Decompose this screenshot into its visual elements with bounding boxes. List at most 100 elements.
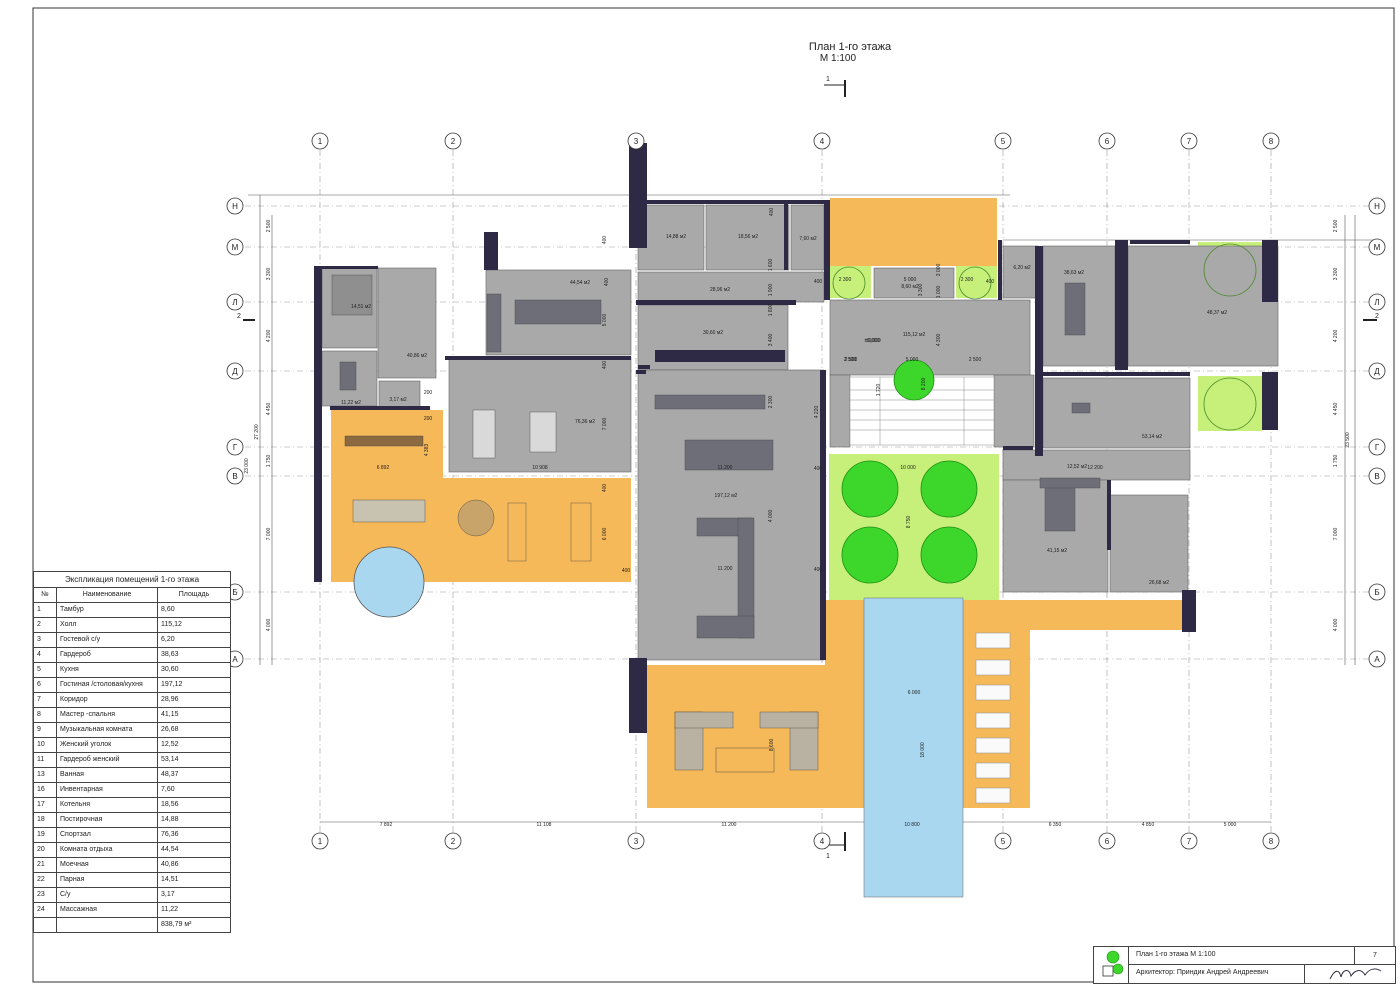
axis-label: Д [1374,367,1380,376]
room-laundry [637,204,705,271]
room-vestibule [873,267,955,299]
table-cell: 44,54 [157,842,231,858]
dim-label: 8 600 [769,739,775,752]
axis-label: Н [1374,202,1380,211]
dim-label: 5 000 [904,277,917,283]
terrace-west-strip [825,600,865,808]
logo [1094,947,1129,983]
dim-label: 4 000 [1333,619,1339,632]
axis-label: 5 [1001,137,1006,146]
sheet-number: 7 [1354,947,1395,964]
dim-label: 5 000 [602,314,608,327]
room-female-corner [1002,449,1191,481]
dim-label: 3 000 [936,264,942,277]
room-schedule-total: 838,79 м² [157,917,231,933]
dim-label: 1 000 [936,286,942,299]
table-cell: 26,68 [157,722,231,738]
room-storage [790,204,825,271]
axis-label: 1 [318,137,323,146]
axis-label: 4 [820,137,825,146]
table-cell: Коридор [56,692,158,708]
room-area-label: 18,56 м2 [738,234,758,240]
room-area-label: 44,54 м2 [570,280,590,286]
dim-label: 4 383 [424,444,430,457]
room-music [1109,494,1189,593]
table-cell: 12,52 [157,737,231,753]
room-corridor [637,271,825,303]
table-cell: 8,60 [157,602,231,618]
room-wc [378,380,421,408]
dim-label: 400 [814,567,823,573]
room-hall [829,299,1031,376]
room-area-label: 14,51 м2 [351,304,371,310]
rooms [321,204,1279,661]
dim-label: 7 892 [380,822,393,828]
table-cell: Массажная [56,902,158,918]
room-washing [377,267,437,379]
dim-label: 4 000 [768,510,774,523]
table-cell: Мастер -спальня [56,707,158,723]
table-cell [56,917,158,933]
title-block: План 1-го этажа М 1:100 7 Архитектор: Пр… [1093,946,1396,984]
dim-label: 4 200 [266,330,272,343]
table-cell [33,917,57,933]
table-cell: Инвентарная [56,782,158,798]
table-cell: 6,20 [157,632,231,648]
axis-label: А [1374,655,1380,664]
table-cell: 23 [33,887,57,903]
dim-label: 8 750 [906,516,912,529]
table-cell: Холл [56,617,158,633]
table-cell: Гардероб женский [56,752,158,768]
room-area-label: 26,68 м2 [1149,580,1169,586]
table-cell: 22 [33,872,57,888]
dim-label: 4 000 [266,619,272,632]
room-area-label: 28,96 м2 [710,287,730,293]
section-mark-bottom-label: 1 [826,853,830,860]
dim-label: 4 200 [1333,330,1339,343]
round-pool [353,546,425,618]
room-area-label: 30,60 м2 [703,330,723,336]
table-header: Наименование [56,587,158,603]
dim-label: 4 300 [936,334,942,347]
table-cell: 41,15 [157,707,231,723]
table-cell: Женский уголок [56,737,158,753]
room-schedule-table: Экспликация помещений 1-го этажа № Наиме… [33,571,231,933]
table-cell: Котельня [56,797,158,813]
axis-label: М [1374,243,1381,252]
tree-icon [893,359,935,401]
dim-label: 400 [602,484,608,493]
table-cell: 11 [33,752,57,768]
terrace-north [830,198,997,266]
dim-label: 2 300 [961,277,974,283]
dim-label: 400 [602,361,608,370]
room-area-label: 3,17 м2 [389,397,407,403]
room-area-label: 40,86 м2 [407,353,427,359]
table-cell: 76,36 [157,827,231,843]
dim-label: 6 000 [908,690,921,696]
dim-label: 1 900 [768,284,774,297]
table-cell: Гардероб [56,647,158,663]
signature [1304,965,1395,983]
dim-label: 2 500 [1333,220,1339,233]
table-cell: Кухня [56,662,158,678]
table-cell: 3 [33,632,57,648]
table-cell: Комната отдыха [56,842,158,858]
dim-label: 6 350 [1049,822,1062,828]
dim-label: 5 000 [1224,822,1237,828]
room-hall-west [829,374,851,448]
axis-label: Г [1375,443,1380,452]
dim-label: 3 300 [918,284,924,297]
axis-label: 8 [1269,837,1274,846]
table-cell: Парная [56,872,158,888]
